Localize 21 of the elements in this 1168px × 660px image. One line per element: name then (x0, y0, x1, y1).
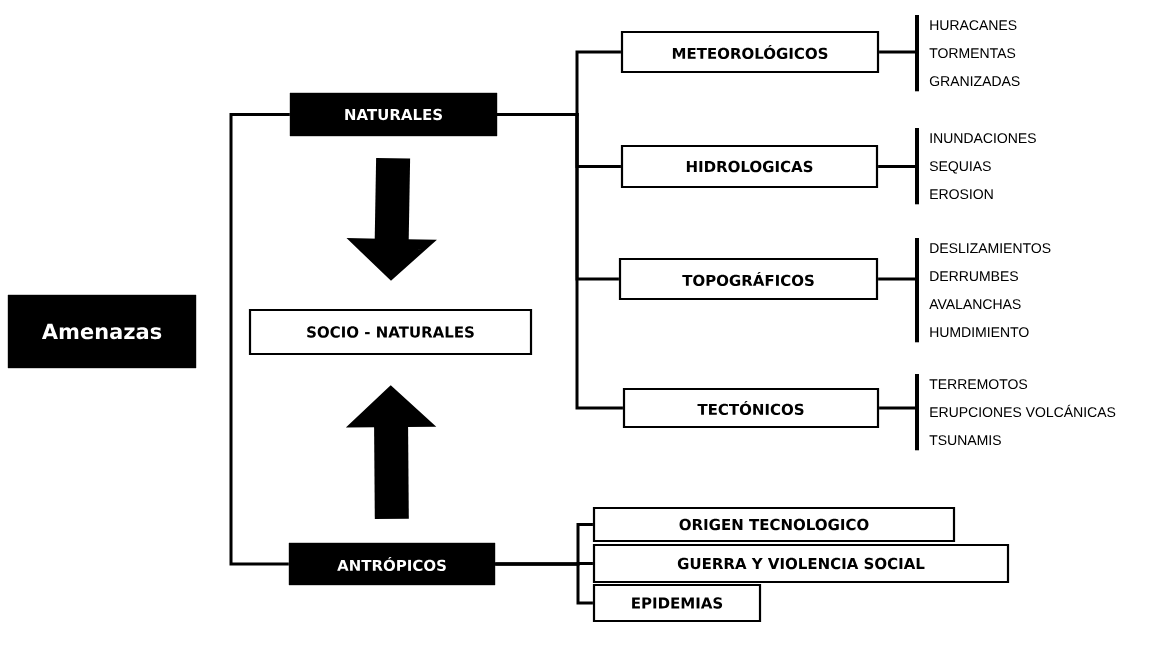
subcategory-box: SOCIO - NATURALES (248, 308, 533, 356)
connector-line (497, 113, 623, 410)
category-box: NATURALES (289, 92, 498, 137)
connector-line (879, 406, 917, 410)
subcategory-box: EPIDEMIAS (592, 583, 762, 623)
subcategory-box: HIDROLOGICAS (620, 144, 879, 189)
item-list: HURACANES TORMENTAS GRANIZADAS (915, 15, 1020, 92)
item-list: TERREMOTOS ERUPCIONES VOLCÁNICAS TSUNAMIS (915, 374, 1116, 451)
item-list: DESLIZAMIENTOS DERRUMBES AVALANCHAS HUMDIMIENTO (915, 238, 1051, 343)
item-list: INUNDACIONES SEQUIAS EROSION (915, 128, 1036, 205)
subcategory-box: TECTÓNICOS (622, 387, 880, 429)
connector-line (878, 277, 917, 281)
connector-line (495, 562, 593, 605)
category-box: Amenazas (7, 294, 197, 369)
subcategory-box: ORIGEN TECNOLOGICO (592, 506, 956, 543)
subcategory-box: TOPOGRÁFICOS (618, 257, 879, 301)
bracket-line (229, 113, 290, 566)
category-box: ANTRÓPICOS (288, 542, 496, 586)
connector-line (878, 165, 917, 168)
connector-line (879, 50, 917, 54)
subcategory-box: METEOROLÓGICOS (620, 30, 880, 74)
